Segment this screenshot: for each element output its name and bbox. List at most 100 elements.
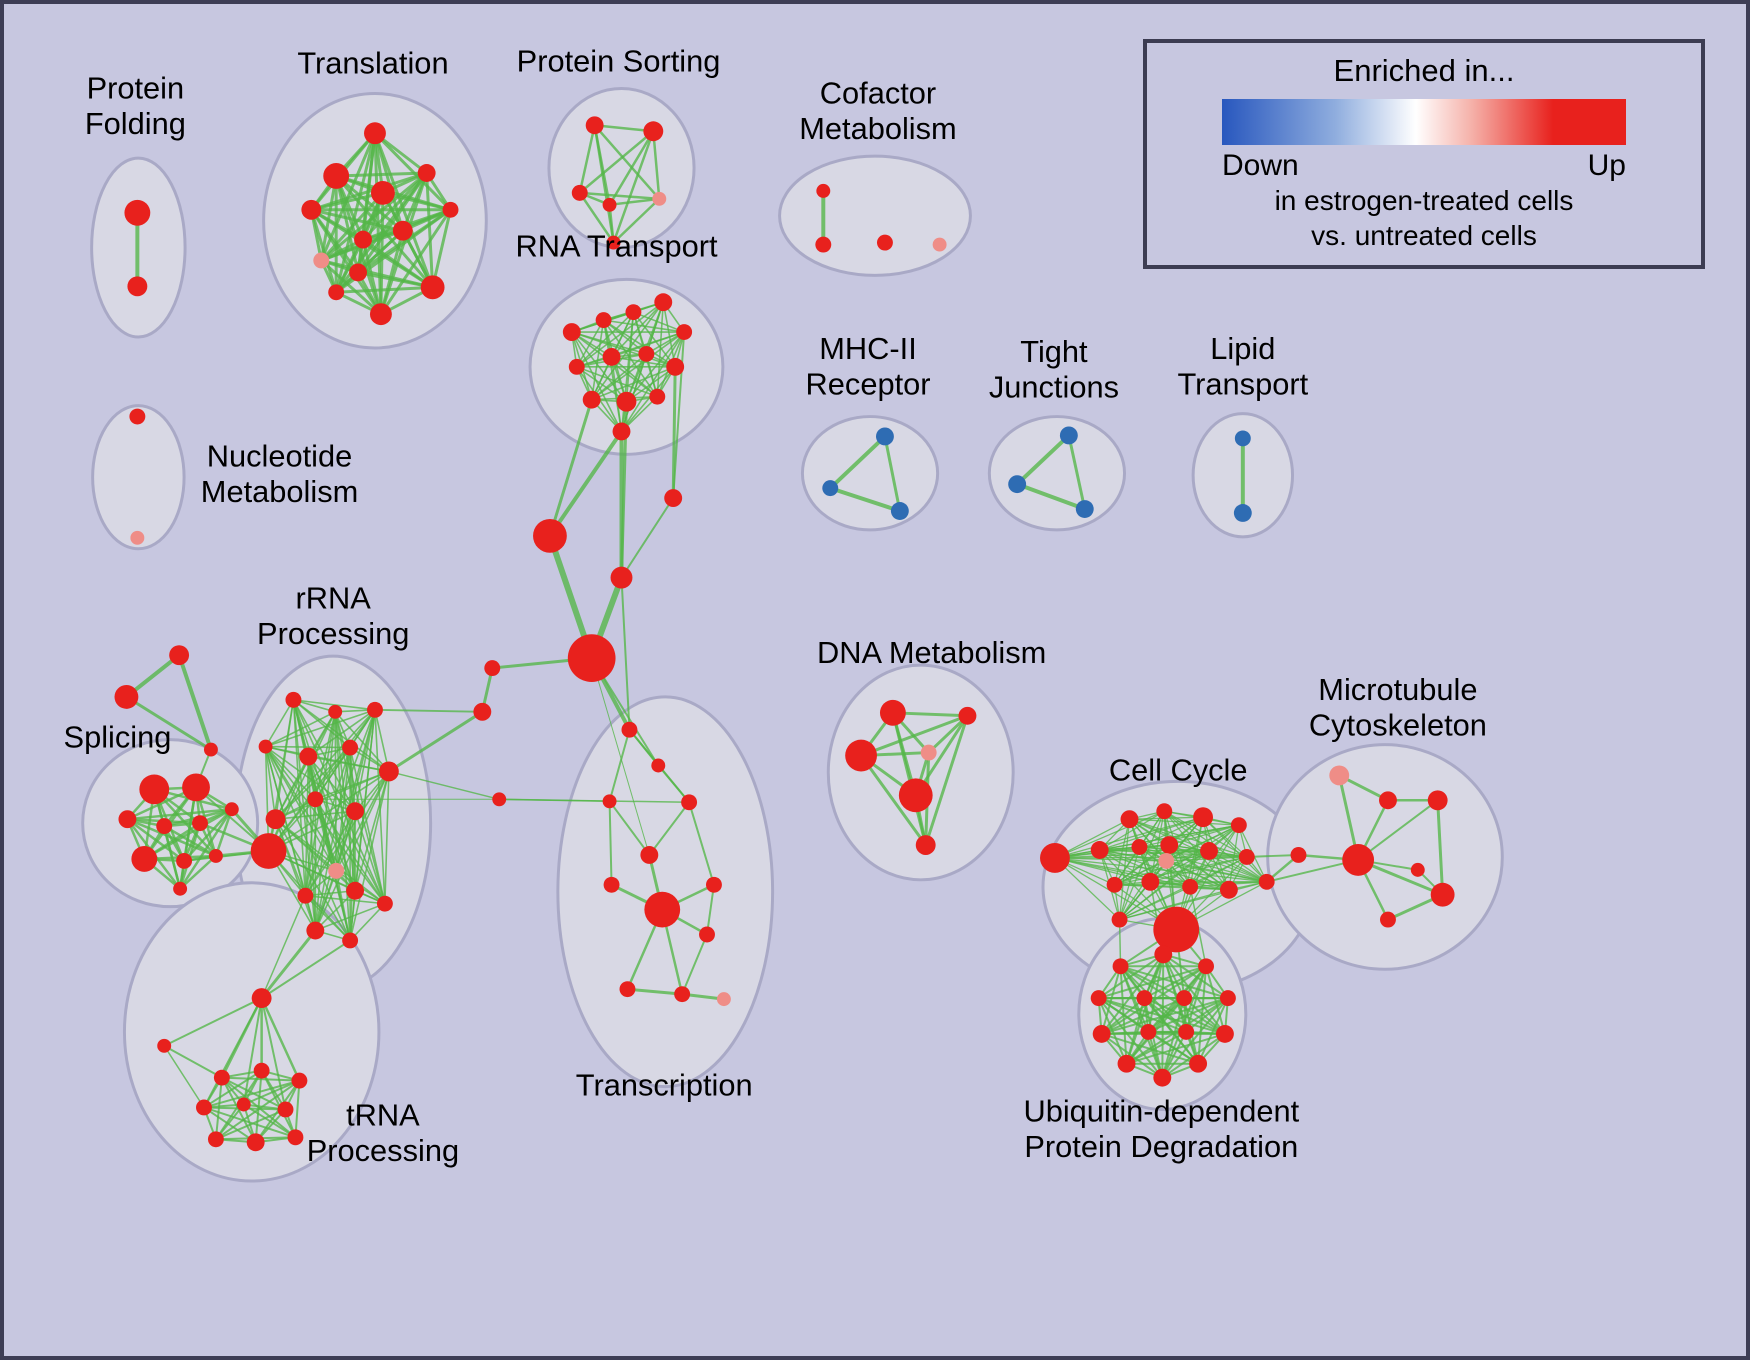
network-node-18 bbox=[602, 197, 617, 212]
network-node-135 bbox=[1290, 847, 1307, 863]
network-edge bbox=[578, 124, 596, 195]
network-edge bbox=[1165, 824, 1240, 862]
network-node-67 bbox=[173, 881, 188, 896]
network-edge bbox=[625, 987, 684, 996]
network-edge bbox=[1054, 816, 1204, 859]
cluster-label-splicing: Splicing bbox=[64, 720, 172, 755]
network-node-79 bbox=[328, 862, 345, 879]
network-edge bbox=[361, 171, 429, 242]
network-edge bbox=[632, 311, 685, 333]
network-node-26 bbox=[595, 312, 612, 329]
network-node-121 bbox=[1200, 842, 1218, 860]
legend-down-label: Down bbox=[1222, 149, 1299, 182]
network-edge bbox=[924, 714, 969, 847]
network-node-58 bbox=[139, 774, 170, 805]
network-node-123 bbox=[1040, 843, 1070, 873]
network-node-146 bbox=[1215, 1024, 1234, 1043]
network-edge bbox=[1054, 857, 1230, 891]
network-node-4 bbox=[301, 199, 322, 220]
network-node-106 bbox=[674, 986, 691, 1003]
network-edge bbox=[1143, 965, 1208, 1000]
network-edge bbox=[657, 764, 691, 804]
network-edge bbox=[425, 171, 435, 289]
network-node-49 bbox=[1008, 475, 1027, 494]
network-edge bbox=[214, 807, 234, 858]
network-node-48 bbox=[1059, 426, 1078, 445]
network-edge bbox=[608, 197, 661, 207]
network-edge bbox=[214, 1108, 287, 1141]
network-node-19 bbox=[652, 191, 667, 206]
network-node-103 bbox=[706, 876, 722, 893]
network-node-24 bbox=[932, 237, 947, 252]
network-edge bbox=[177, 653, 213, 752]
network-edge bbox=[575, 366, 628, 403]
network-edge bbox=[575, 301, 665, 368]
network-edge bbox=[828, 486, 902, 513]
network-edge bbox=[163, 1045, 205, 1109]
network-node-148 bbox=[1189, 1054, 1208, 1073]
network-node-41 bbox=[567, 634, 616, 682]
network-node-144 bbox=[1219, 990, 1236, 1007]
network-edge bbox=[1118, 860, 1167, 921]
network-node-84 bbox=[342, 932, 359, 949]
network-edge bbox=[1168, 824, 1240, 846]
network-edge bbox=[264, 745, 277, 820]
cluster-ellipse-nucleotide-metabolism bbox=[91, 404, 186, 551]
network-edge bbox=[349, 902, 386, 942]
network-edge bbox=[214, 1079, 301, 1141]
network-node-77 bbox=[346, 802, 365, 821]
network-edge bbox=[264, 699, 295, 748]
network-edge bbox=[334, 285, 435, 294]
network-edge bbox=[126, 807, 234, 821]
network-edge bbox=[314, 770, 390, 801]
network-edge bbox=[498, 798, 690, 804]
network-edge bbox=[264, 709, 376, 748]
network-edge bbox=[356, 270, 435, 289]
network-edge bbox=[260, 1069, 297, 1139]
network-node-52 bbox=[1233, 504, 1252, 522]
network-node-39 bbox=[533, 518, 567, 553]
network-node-8 bbox=[313, 252, 330, 269]
network-edge bbox=[349, 810, 356, 942]
network-node-94 bbox=[246, 1133, 265, 1152]
network-node-5 bbox=[370, 180, 395, 205]
network-edge bbox=[1100, 1032, 1200, 1065]
network-edge bbox=[1161, 997, 1186, 1079]
network-edge bbox=[1197, 997, 1229, 1065]
network-edge bbox=[334, 711, 390, 773]
network-node-80 bbox=[297, 887, 314, 904]
network-edge bbox=[379, 229, 405, 316]
network-edge bbox=[354, 810, 386, 905]
network-node-124 bbox=[1106, 876, 1123, 893]
network-node-129 bbox=[1258, 873, 1275, 890]
network-node-131 bbox=[1111, 911, 1128, 928]
network-edge bbox=[202, 1106, 257, 1144]
network-node-42 bbox=[484, 660, 501, 677]
network-edge bbox=[260, 996, 301, 1082]
network-node-90 bbox=[196, 1099, 212, 1116]
network-node-150 bbox=[1136, 990, 1153, 1007]
network-edge bbox=[264, 745, 351, 749]
cluster-ellipse-cofactor-metabolism bbox=[778, 154, 972, 277]
network-node-27 bbox=[625, 304, 642, 321]
network-node-64 bbox=[131, 846, 158, 872]
network-node-78 bbox=[250, 833, 287, 869]
legend-caption-line2: vs. untreated cells bbox=[1311, 220, 1537, 251]
network-edge bbox=[304, 810, 356, 897]
network-edge bbox=[620, 576, 631, 731]
network-node-153 bbox=[1178, 1023, 1195, 1040]
network-edge bbox=[242, 1103, 297, 1139]
network-edge bbox=[1097, 965, 1208, 1000]
network-edge bbox=[1113, 856, 1248, 886]
network-node-72 bbox=[299, 747, 318, 766]
node-layer bbox=[114, 116, 1455, 1152]
network-edge bbox=[610, 301, 665, 358]
network-node-118 bbox=[1090, 841, 1109, 859]
network-edge bbox=[859, 754, 928, 847]
network-node-119 bbox=[1131, 839, 1148, 855]
network-edge bbox=[387, 710, 484, 773]
network-edge bbox=[1245, 853, 1300, 858]
legend-title: Enriched in... bbox=[1333, 53, 1515, 88]
network-node-20 bbox=[606, 235, 621, 250]
